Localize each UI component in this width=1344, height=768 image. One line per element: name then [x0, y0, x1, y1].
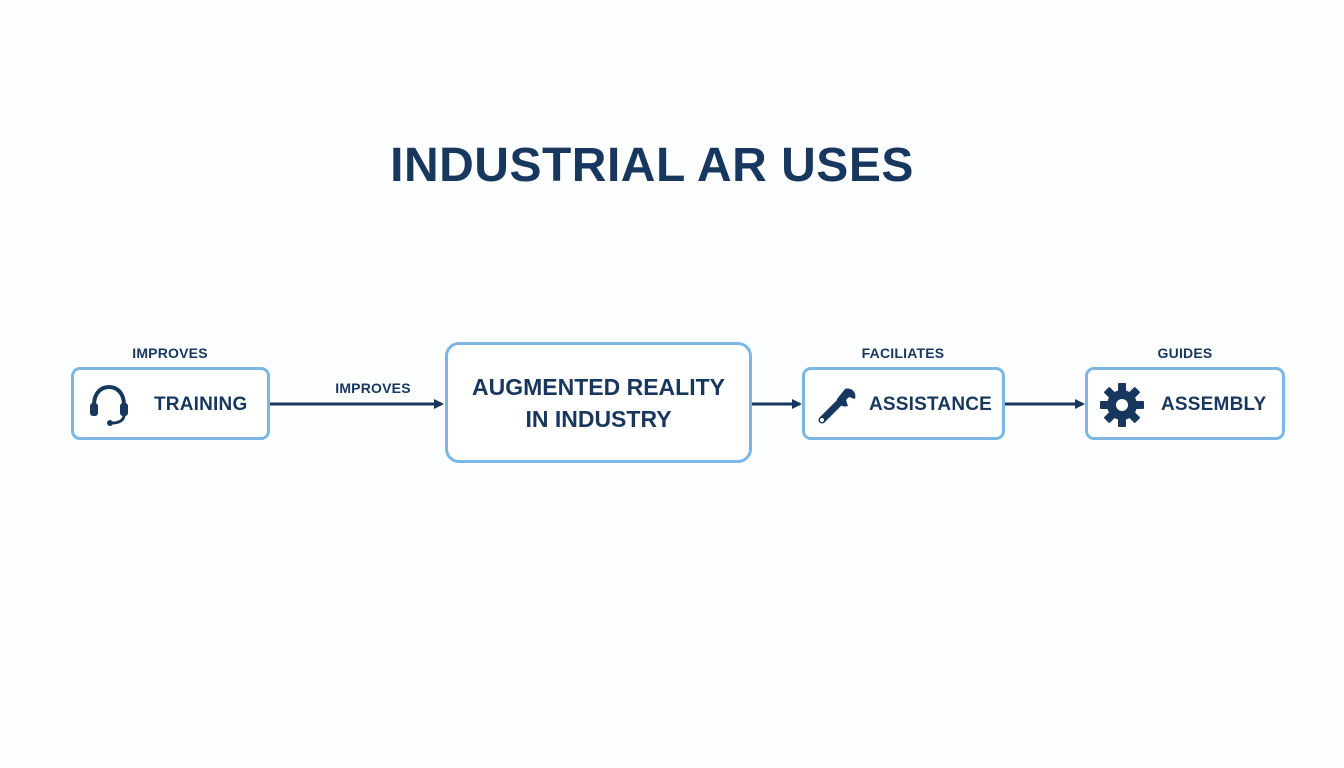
- center-label-line2: IN INDUSTRY: [525, 405, 672, 432]
- assembly-label: ASSEMBLY: [1161, 394, 1267, 415]
- gear-icon: [1100, 383, 1144, 427]
- wrench-icon: [818, 388, 856, 424]
- training-node: TRAINING: [71, 367, 270, 440]
- edge-label-training-center: IMPROVES: [335, 380, 411, 396]
- assistance-label: ASSISTANCE: [869, 394, 993, 415]
- training-caption: IMPROVES: [132, 345, 208, 361]
- diagram-title: INDUSTRIAL AR USES: [390, 139, 914, 192]
- headset-icon: [90, 384, 128, 426]
- assembly-node: ASSEMBLY: [1085, 367, 1285, 440]
- assembly-caption: GUIDES: [1157, 345, 1213, 361]
- assistance-caption: FACILIATES: [861, 345, 945, 361]
- center-node: AUGMENTED REALITY IN INDUSTRY: [445, 342, 752, 463]
- training-label: TRAINING: [154, 394, 248, 415]
- assistance-node: ASSISTANCE: [802, 367, 1005, 440]
- center-label-line1: AUGMENTED REALITY: [472, 373, 725, 400]
